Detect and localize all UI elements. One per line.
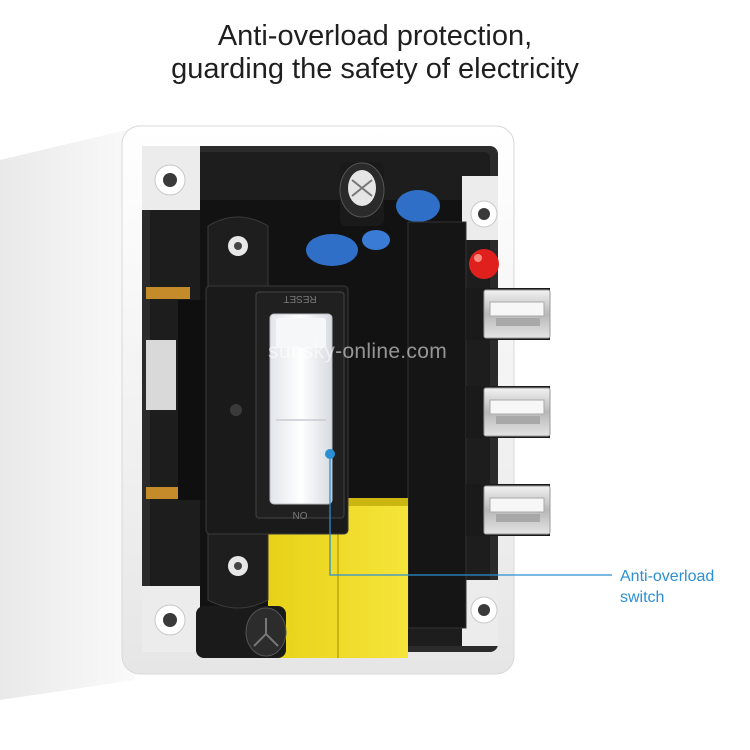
headline-line-1: Anti-overload protection, <box>217 20 533 52</box>
bottom-capacitor <box>196 606 287 658</box>
red-led <box>469 249 499 279</box>
callout-connector <box>325 449 612 576</box>
ac-contact-top <box>146 287 190 299</box>
screw-boss-top-left <box>142 146 200 210</box>
callout-line-1: Anti-overload <box>620 568 715 585</box>
screw-boss-bottom-right <box>462 580 498 646</box>
electrolytic-capacitor <box>339 162 385 226</box>
housing-side <box>0 128 135 700</box>
watermark: sunsky-online.com <box>268 340 448 363</box>
callout-line-2: switch <box>620 589 665 606</box>
usb-port-3 <box>466 484 551 536</box>
headline-line-2: guarding the safety of electricity <box>171 53 579 85</box>
callout-label: Anti-overload switch <box>620 566 714 608</box>
usb-port-1 <box>466 288 551 340</box>
switch-label-reset: RESET <box>283 293 316 304</box>
screw-boss-bottom-left <box>142 586 200 652</box>
blue-capacitors <box>306 190 440 266</box>
usb-port-2 <box>466 386 551 438</box>
left-bracket <box>146 340 176 410</box>
heatsink-bar <box>407 221 467 629</box>
rocker-switch <box>269 313 333 505</box>
screw-boss-top-right <box>462 176 498 240</box>
headline: Anti-overload protection, guarding the s… <box>0 20 750 86</box>
switch-label-on: ON <box>293 509 308 520</box>
